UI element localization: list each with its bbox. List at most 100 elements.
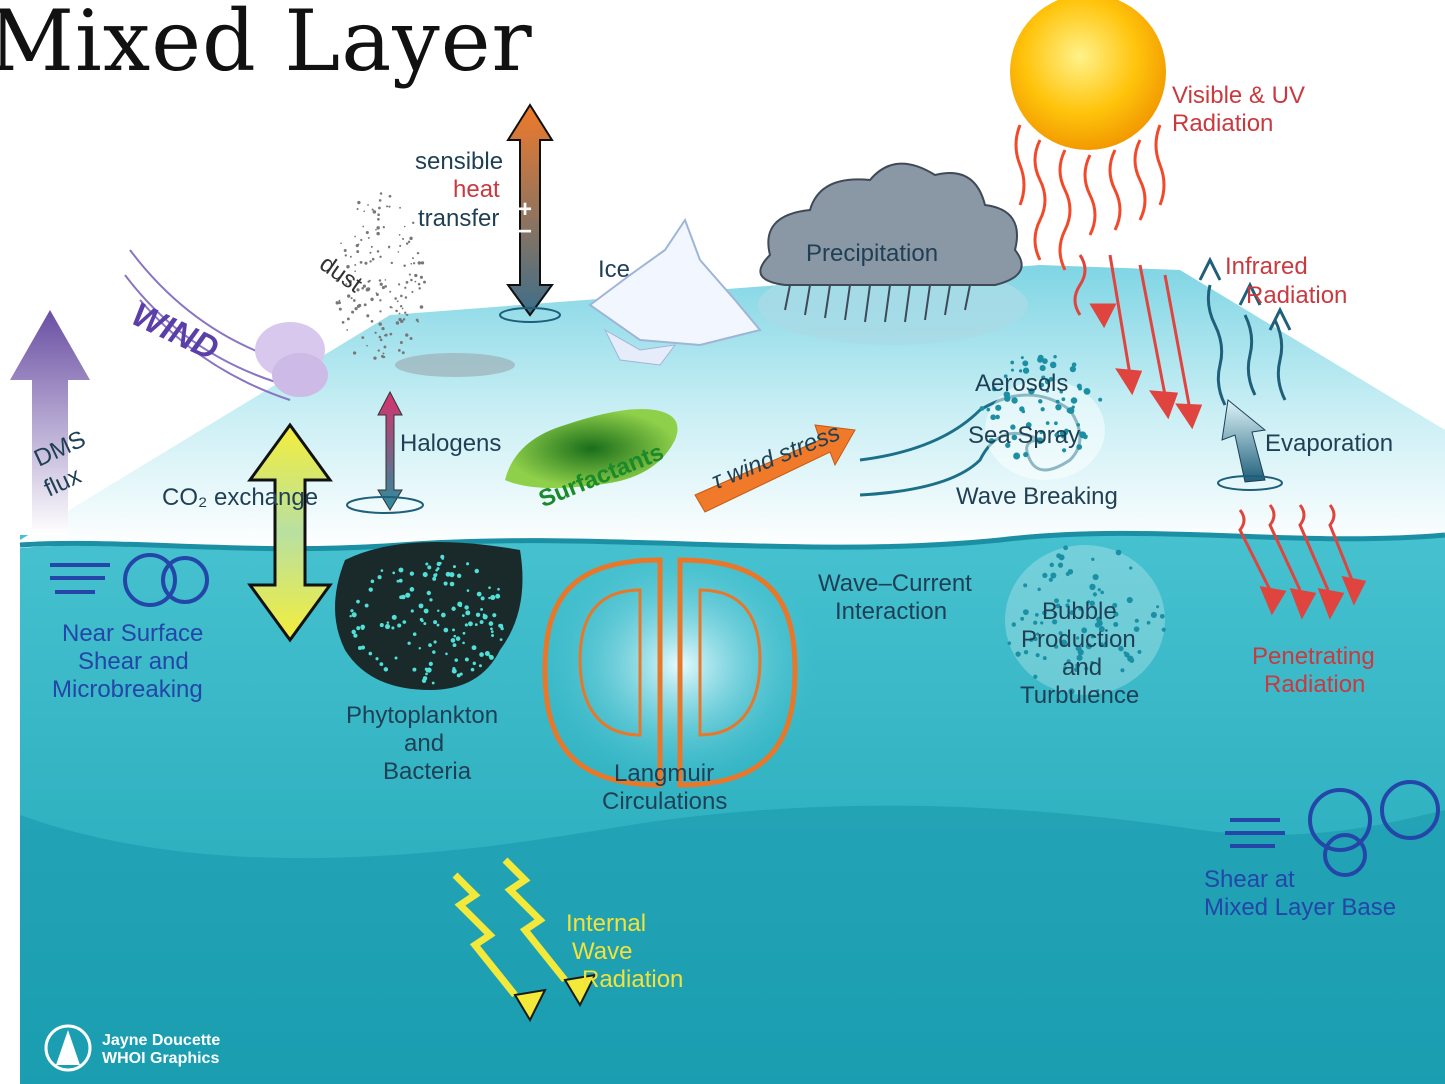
dot (1160, 614, 1165, 619)
dot (358, 244, 360, 246)
label-transfer: transfer (418, 205, 499, 233)
dot (1098, 588, 1101, 591)
dot (384, 335, 386, 337)
dot (410, 337, 413, 340)
dot (372, 209, 374, 211)
dot (373, 357, 376, 360)
dot (1162, 628, 1166, 632)
dot (450, 582, 455, 587)
dot (375, 332, 377, 334)
dot (370, 298, 373, 301)
dot (402, 238, 404, 240)
dot (1053, 355, 1056, 358)
label-heat: heat (453, 176, 500, 204)
dot (380, 339, 383, 342)
dot (391, 262, 393, 264)
dot (392, 572, 395, 575)
dot (415, 281, 417, 283)
label-phyto-1: Phytoplankton (346, 702, 498, 730)
dot (373, 210, 377, 214)
dot (1091, 558, 1094, 561)
dot (451, 638, 456, 643)
dot (1038, 399, 1042, 403)
dot (429, 598, 432, 601)
dot (347, 317, 350, 320)
dot (385, 624, 390, 629)
dot (406, 281, 409, 284)
label-langmuir-2: Circulations (602, 788, 727, 816)
dot (410, 587, 415, 592)
dot (369, 587, 373, 591)
dot (412, 222, 414, 224)
dot (383, 226, 385, 228)
dot (402, 351, 405, 354)
dot (1042, 573, 1047, 578)
langmuir-circulation-icon (540, 540, 820, 790)
dot (472, 645, 477, 650)
dot (405, 593, 410, 598)
dot (1050, 573, 1056, 579)
dot (378, 207, 381, 210)
dot (353, 299, 356, 302)
dot (344, 249, 347, 252)
dot (350, 256, 352, 258)
dot (411, 291, 413, 293)
dot (354, 236, 356, 238)
dot (423, 572, 428, 577)
dot (377, 218, 380, 221)
dot (398, 318, 401, 321)
dot (399, 234, 401, 236)
label-precipitation: Precipitation (806, 240, 938, 268)
dot (1050, 362, 1056, 368)
dot (1023, 610, 1026, 613)
dot (392, 615, 397, 620)
label-infrared-2: Radiation (1246, 282, 1347, 310)
dot (1100, 591, 1104, 595)
dot (465, 610, 470, 615)
dot (398, 349, 401, 352)
dot (995, 405, 1001, 411)
dot (413, 262, 415, 264)
label-bubble-2: Production (1021, 626, 1136, 654)
dot (501, 627, 504, 630)
dot (357, 305, 360, 308)
dot (340, 242, 342, 244)
dot (1012, 622, 1016, 626)
dot (412, 257, 414, 259)
label-internal-1: Internal (566, 910, 646, 938)
label-near-surface-1: Near Surface (62, 620, 203, 648)
dot (419, 603, 424, 608)
dot (404, 312, 406, 314)
dot (445, 653, 448, 656)
dot (396, 321, 399, 324)
dot (476, 613, 480, 617)
dot (495, 594, 500, 599)
dot (1043, 656, 1047, 660)
dot (990, 414, 996, 420)
dot (380, 283, 383, 286)
dot (433, 620, 437, 624)
dot (491, 634, 494, 637)
dot (400, 295, 403, 298)
dot (477, 592, 482, 597)
dot (376, 292, 378, 294)
dot (1084, 388, 1091, 395)
dot (459, 604, 462, 607)
label-internal-3: Radiation (582, 966, 683, 994)
dot (379, 310, 381, 312)
dot (416, 275, 418, 277)
dot (404, 287, 406, 289)
label-wave-current-2: Interaction (835, 598, 947, 626)
dot (423, 281, 426, 284)
dot (1037, 588, 1040, 591)
dot (453, 565, 456, 568)
dot (395, 310, 398, 313)
dot (372, 258, 375, 261)
dot (346, 329, 348, 331)
dot (389, 195, 392, 198)
dot (462, 642, 465, 645)
dot (465, 623, 468, 626)
dot (412, 668, 416, 672)
dot (1015, 651, 1020, 656)
